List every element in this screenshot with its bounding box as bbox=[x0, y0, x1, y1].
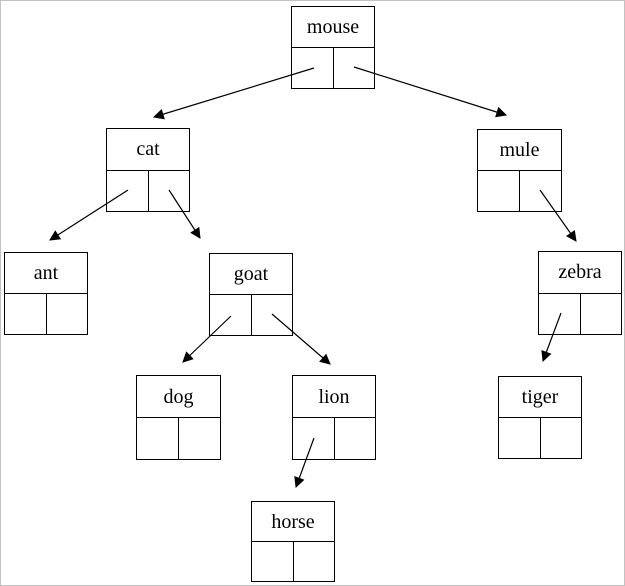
node-label: mule bbox=[499, 139, 540, 161]
pointer-cells bbox=[293, 417, 375, 459]
tree-edge-mouse-mule bbox=[353, 66, 508, 118]
left-pointer-cell bbox=[478, 171, 520, 211]
tree-node-goat: goat bbox=[209, 253, 293, 336]
node-label: lion bbox=[318, 385, 350, 408]
tree-node-lion: lion bbox=[292, 375, 376, 460]
right-pointer-cell bbox=[520, 171, 561, 211]
tree-edge-mouse-cat bbox=[152, 67, 315, 120]
node-label: tiger bbox=[521, 386, 559, 408]
pointer-cells bbox=[137, 417, 220, 459]
tree-node-zebra: zebra bbox=[538, 251, 622, 335]
left-pointer-cell bbox=[292, 48, 334, 88]
tree-node-cat: cat bbox=[106, 128, 190, 212]
right-pointer-cell bbox=[333, 48, 374, 88]
pointer-cells bbox=[292, 47, 374, 88]
right-pointer-cell bbox=[148, 170, 189, 211]
right-pointer-cell bbox=[293, 542, 334, 581]
pointer-cells bbox=[499, 417, 581, 458]
left-pointer-cell bbox=[252, 542, 294, 581]
pointer-cells bbox=[5, 293, 87, 334]
node-label: mouse bbox=[306, 16, 360, 38]
left-pointer-cell bbox=[293, 418, 335, 459]
tree-node-mule: mule bbox=[477, 129, 562, 212]
left-pointer-cell bbox=[499, 418, 541, 458]
node-label: horse bbox=[271, 510, 315, 533]
pointer-cells bbox=[252, 541, 334, 581]
right-pointer-cell bbox=[580, 293, 621, 334]
left-pointer-cell bbox=[539, 293, 581, 334]
right-pointer-cell bbox=[251, 295, 292, 335]
left-pointer-cell bbox=[107, 170, 149, 211]
left-pointer-cell bbox=[137, 418, 179, 459]
node-label: zebra bbox=[558, 261, 602, 284]
tree-node-mouse: mouse bbox=[291, 6, 375, 89]
right-pointer-cell bbox=[179, 418, 220, 459]
node-label: goat bbox=[233, 263, 269, 285]
tree-node-ant: ant bbox=[4, 252, 88, 335]
right-pointer-cell bbox=[46, 294, 87, 334]
pointer-cells bbox=[478, 170, 561, 211]
node-label: dog bbox=[163, 385, 194, 408]
left-pointer-cell bbox=[5, 294, 47, 334]
pointer-cells bbox=[107, 169, 189, 211]
tree-node-dog: dog bbox=[136, 375, 221, 460]
right-pointer-cell bbox=[540, 418, 581, 458]
left-pointer-cell bbox=[210, 295, 252, 335]
node-label: cat bbox=[136, 138, 160, 161]
pointer-cells bbox=[539, 292, 621, 334]
tree-node-horse: horse bbox=[251, 501, 335, 582]
pointer-cells bbox=[210, 294, 292, 335]
tree-node-tiger: tiger bbox=[498, 376, 582, 459]
right-pointer-cell bbox=[334, 418, 375, 459]
node-label: ant bbox=[33, 262, 59, 284]
